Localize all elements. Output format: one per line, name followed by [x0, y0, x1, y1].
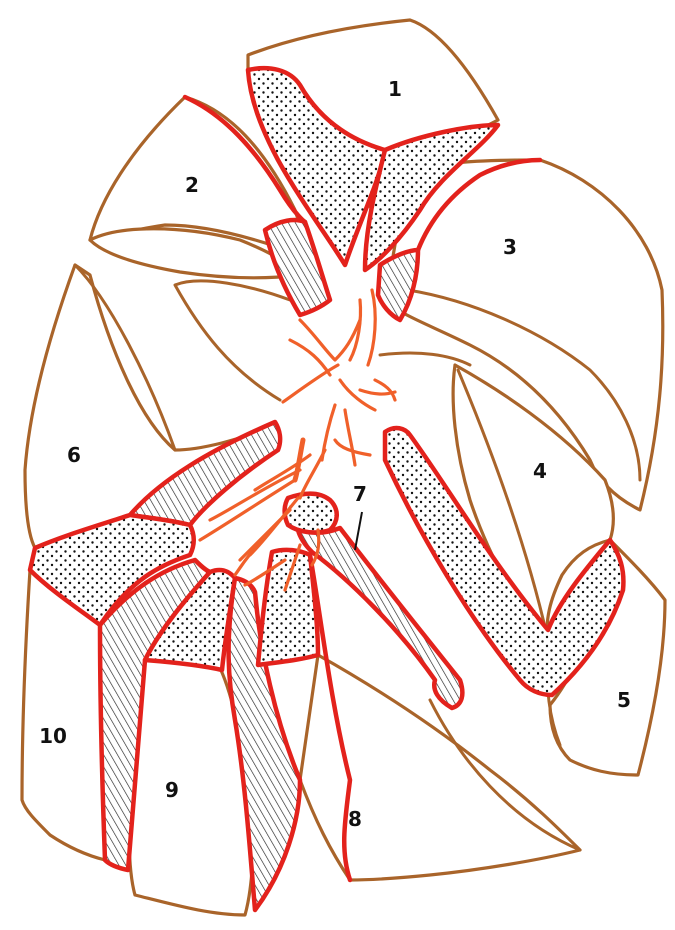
segment-label-1: 1: [388, 77, 402, 101]
segment-label-10: 10: [39, 724, 67, 748]
segment-7-dotted: [285, 494, 337, 533]
segment-label-5: 5: [617, 688, 631, 712]
segment-label-4: 4: [533, 459, 547, 483]
segment-label-8: 8: [348, 807, 362, 831]
segment-label-2: 2: [185, 173, 199, 197]
segment-label-3: 3: [503, 235, 517, 259]
segment-2-hatched: [265, 220, 330, 315]
segment-label-7: 7: [353, 482, 367, 506]
segment-7-pointer: [355, 512, 362, 550]
segment-label-9: 9: [165, 778, 179, 802]
segment-8-dotted: [258, 550, 318, 665]
segment-label-6: 6: [67, 443, 81, 467]
